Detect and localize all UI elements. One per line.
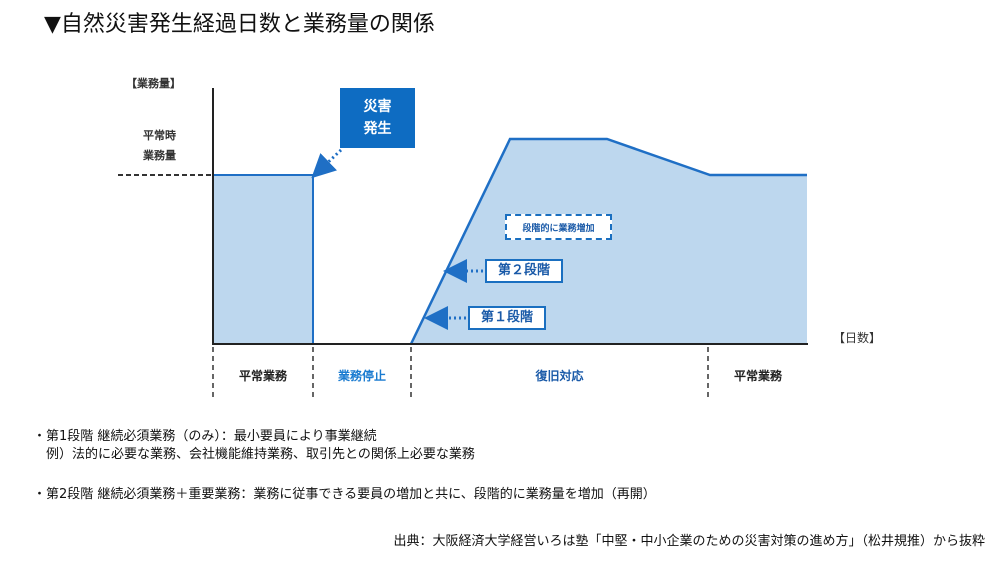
stage1-box: 第１段階 <box>468 306 546 330</box>
source-citation: 出典：大阪経済大学経営いろは塾「中堅・中小企業のための災害対策の進め方」（松井規… <box>393 534 985 549</box>
normal-period-area <box>213 175 313 344</box>
phase-normal-2: 平常業務 <box>733 369 782 383</box>
disaster-label-2: 発生 <box>363 121 392 137</box>
x-axis-label: 【日数】 <box>833 331 882 345</box>
y-axis-label: 【業務量】 <box>126 77 181 90</box>
disaster-occurrence-box: 災害 発生 <box>340 88 415 148</box>
disaster-arrow <box>311 148 343 179</box>
recovery-area <box>411 139 807 344</box>
normal-level-label-1: 平常時 <box>143 129 176 142</box>
disaster-label-1: 災害 <box>363 99 392 115</box>
stage1-example: 例）法的に必要な業務、会社機能維持業務、取引先との関係上必要な業務 <box>33 447 475 462</box>
phase-normal-1: 平常業務 <box>238 369 287 383</box>
phase-stopped: 業務停止 <box>337 369 386 383</box>
recovery-line <box>409 137 807 345</box>
stage1-note: ・第1段階 継続必須業務（のみ）：最小要員により事業継続 <box>33 429 377 444</box>
phase-recovery: 復旧対応 <box>535 369 584 383</box>
normal-level-label-2: 業務量 <box>143 149 176 162</box>
stage2-box: 第２段階 <box>485 259 563 283</box>
gradual-increase-box: 段階的に業務増加 <box>505 214 612 240</box>
stage2-note: ・第2段階 継続必須業務＋重要業務：業務に従事できる要員の増加と共に、段階的に業… <box>33 487 656 502</box>
page-title: ▼自然災害発生経過日数と業務量の関係 <box>44 12 435 37</box>
